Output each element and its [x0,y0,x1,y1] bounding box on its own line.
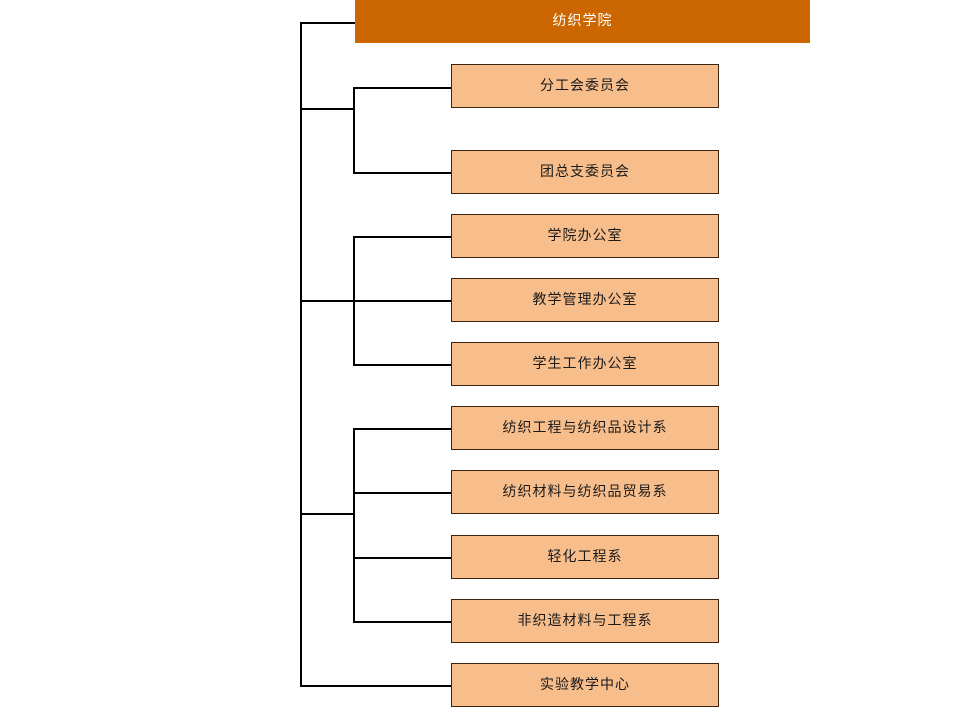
node-college-office[interactable]: 学院办公室 [451,214,719,258]
group2-junction-line [300,300,354,302]
node-textile-materials-trade-dept-label: 纺织材料与纺织品贸易系 [502,483,668,500]
group3-leaf1-line [353,428,452,430]
group1-leaf1-line [353,87,452,89]
node-union-committee[interactable]: 分工会委员会 [451,64,719,108]
group1-subtrunk-line [353,87,355,174]
group3-leaf4-line [353,621,452,623]
group3-subtrunk-line [353,428,355,623]
node-union-committee-label: 分工会委员会 [540,77,630,94]
group3-leaf3-line [353,557,452,559]
node-experimental-teaching-center-label: 实验教学中心 [540,676,630,693]
node-textile-engineering-design-dept[interactable]: 纺织工程与纺织品设计系 [451,406,719,450]
group1-junction-line [300,108,354,110]
node-light-chemical-engineering-dept[interactable]: 轻化工程系 [451,535,719,579]
group1-leaf2-line [353,172,452,174]
group2-leaf2-line [353,300,452,302]
node-youth-league-branch[interactable]: 团总支委员会 [451,150,719,194]
node-teaching-management-office-label: 教学管理办公室 [532,291,638,308]
main-trunk-line [300,22,302,687]
node-light-chemical-engineering-dept-label: 轻化工程系 [547,548,623,565]
node-youth-league-branch-label: 团总支委员会 [540,163,630,180]
node-nonwoven-materials-engineering-dept-label: 非织造材料与工程系 [517,612,653,629]
node-textile-materials-trade-dept[interactable]: 纺织材料与纺织品贸易系 [451,470,719,514]
node-teaching-management-office[interactable]: 教学管理办公室 [451,278,719,322]
node-college-office-label: 学院办公室 [547,227,623,244]
node-student-affairs-office[interactable]: 学生工作办公室 [451,342,719,386]
node-root-textile-college[interactable]: 纺织学院 [355,0,810,43]
group3-leaf2-line [353,492,452,494]
group3-junction-line [300,513,354,515]
node-textile-engineering-design-dept-label: 纺织工程与纺织品设计系 [502,419,668,436]
group2-leaf3-line [353,364,452,366]
group2-leaf1-line [353,236,452,238]
direct-child-line [300,685,452,687]
root-connector-line [300,22,356,24]
node-nonwoven-materials-engineering-dept[interactable]: 非织造材料与工程系 [451,599,719,643]
node-experimental-teaching-center[interactable]: 实验教学中心 [451,663,719,707]
node-student-affairs-office-label: 学生工作办公室 [532,355,638,372]
node-root-label: 纺织学院 [552,13,613,30]
